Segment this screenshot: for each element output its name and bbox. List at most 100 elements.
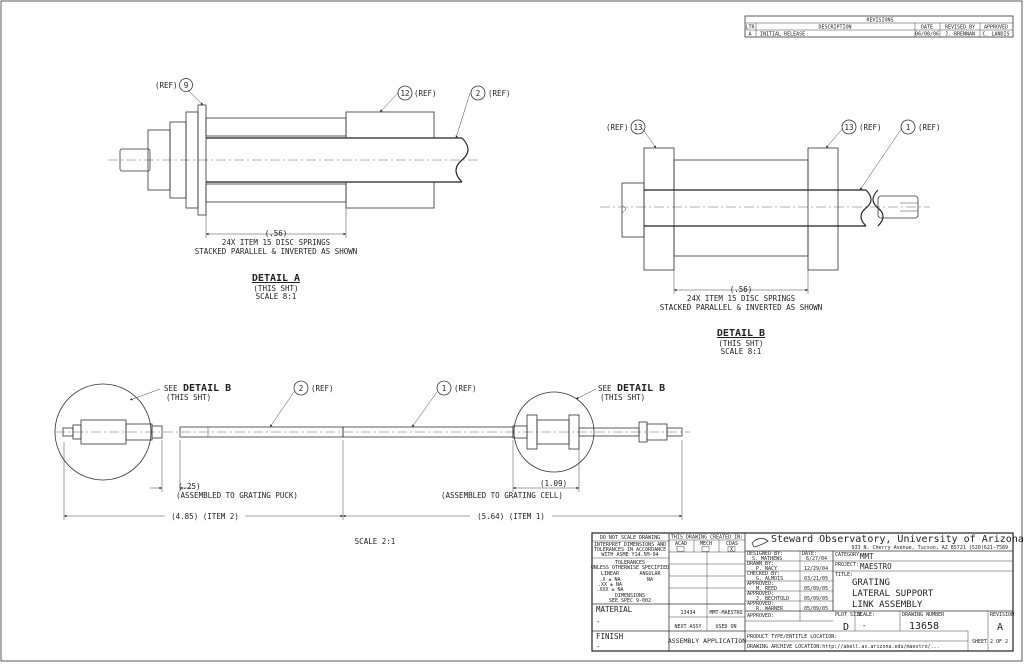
- tb-checked-date: 03/21/05: [804, 576, 828, 582]
- detail-b-note-1: 24X ITEM 15 DISC SPRINGS: [687, 294, 796, 303]
- tb-created-in: THIS DRAWING CREATED IN:: [671, 535, 743, 541]
- main-ref1-text: (REF): [454, 384, 477, 393]
- detail-b-ref13a-text: (REF): [606, 123, 629, 132]
- tb-approved2-label: APPROVED:: [747, 591, 774, 597]
- detail-b-subtitle: (THIS SHT): [718, 339, 763, 348]
- detail-circle-left: [54, 383, 152, 481]
- tb-cdas-label: CDAS: [726, 541, 738, 547]
- rev-row-revised-by: J. BRENNAN: [945, 32, 975, 38]
- detail-b-title: DETAIL B: [717, 328, 765, 339]
- main-scale: SCALE 2:1: [355, 537, 396, 546]
- tb-checked-label: CHECKED BY:: [747, 571, 780, 577]
- detail-a-subtitle: (THIS SHT): [253, 284, 298, 293]
- rev-col-ltr: LTR: [745, 25, 755, 31]
- tb-title-line-3: LINK ASSEMBLY: [852, 600, 923, 610]
- detail-a-balloon-2: [470, 85, 486, 101]
- tb-no-scale: DO NOT SCALE DRAWING: [600, 535, 660, 541]
- main-this-sheet-right: (THIS SHT): [600, 393, 645, 402]
- tb-tolerances-sub: UNLESS OTHERWISE SPECIFIED: [591, 565, 669, 571]
- tb-drawing-number: 13658: [909, 621, 939, 632]
- detail-a-balloon-2-label: 2: [476, 89, 481, 98]
- main-detail-left: DETAIL B: [183, 383, 231, 394]
- tb-tol-xx: .XX ± NA: [598, 582, 622, 588]
- tb-product-location: PRODUCT TYPE/ENTITLE LOCATION:: [747, 634, 837, 640]
- tb-approved3-label: APPROVED:: [747, 601, 774, 607]
- main-detail-right: DETAIL B: [617, 383, 665, 394]
- tb-approved2-date: 05/09/05: [804, 596, 828, 602]
- main-see-right: SEE: [598, 384, 612, 393]
- main-note-puck: (ASSEMBLED TO GRATING PUCK): [176, 491, 298, 500]
- tb-acad-checkbox: [676, 546, 685, 552]
- main-balloon-2-label: 2: [299, 384, 304, 393]
- main-note-cell: (ASSEMBLED TO GRATING CELL): [441, 491, 563, 500]
- tb-company-address: 933 N. Cherry Avenue, Tucson, AZ 85721 (…: [851, 545, 1008, 551]
- tb-approved1: M. REED: [756, 586, 777, 592]
- detail-b-balloon-13-right: [841, 119, 857, 135]
- detail-b-ref13b-text: (REF): [859, 123, 882, 132]
- detail-circle-right: [513, 391, 595, 473]
- tb-material-value: -: [596, 617, 601, 626]
- tb-scale: -: [862, 621, 867, 630]
- detail-a-ref9-text: (REF): [155, 81, 178, 90]
- main-dim-564: (5.64) (ITEM 1): [477, 512, 545, 521]
- tb-tol-linear: LINEAR: [601, 571, 620, 577]
- observatory-logo-icon: [751, 538, 769, 548]
- detail-a-ref2-text: (REF): [488, 89, 511, 98]
- tb-cdas-checkbox: [727, 546, 736, 552]
- detail-b-balloon-1: [900, 119, 916, 135]
- tb-interpret-2: TOLERANCES IN ACCORDANCE: [594, 547, 666, 553]
- tb-plot-size-label: PLOT SIZE: [835, 612, 862, 618]
- tb-assembly-application: ASSEMBLY APPLICATION: [668, 637, 746, 645]
- rev-row-description: INITIAL RELEASE: [760, 32, 805, 38]
- detail-a-balloon-12: [397, 85, 413, 101]
- tb-mech-checkbox: [701, 546, 710, 552]
- tb-used-on-value: MMT-MAESTRO: [709, 610, 742, 616]
- main-balloon-2: [293, 380, 309, 396]
- tb-material-label: MATERIAL: [596, 605, 633, 614]
- tb-interpret-3: WITH ASME Y14.5M-94: [601, 552, 658, 558]
- tb-drawn-by: P. NACY: [756, 566, 777, 572]
- tb-title-line-2: LATERAL SUPPORT: [852, 589, 934, 599]
- tb-tol-x: .X ± NA: [599, 577, 620, 583]
- rev-col-date: DATE: [921, 25, 933, 31]
- main-ref2-text: (REF): [311, 384, 334, 393]
- rev-row-approved: C. LANDIS: [982, 32, 1009, 38]
- tb-dims: DIMENSIONS: [615, 593, 645, 599]
- tb-dims-spec: SEE SPEC 9-002: [609, 598, 651, 604]
- tb-drawn-label: DRAWN BY:: [747, 561, 774, 567]
- detail-b-balloon-13-left-label: 13: [633, 123, 642, 132]
- detail-a-view: (REF) 9 12 (REF) 2 (REF) (.56) 24X ITEM …: [108, 78, 511, 301]
- rev-row-ltr: A: [748, 32, 751, 38]
- tb-sheet: SHEET 2 OF 2: [972, 639, 1008, 645]
- tb-tol-xxx: .XXX ± NA: [596, 587, 623, 593]
- detail-b-scale: SCALE 8:1: [721, 347, 762, 356]
- tb-finish-value: -: [596, 642, 601, 651]
- rev-row-date: 06/08/06: [915, 32, 939, 38]
- tb-designed-label: DESIGNED BY:: [747, 551, 783, 557]
- detail-b-ref1-text: (REF): [918, 123, 941, 132]
- tb-revision-label: REVISION: [990, 612, 1014, 618]
- main-balloon-1: [436, 380, 452, 396]
- tb-approved1-label: APPROVED:: [747, 581, 774, 587]
- main-balloon-1-label: 1: [442, 384, 447, 393]
- tb-title-line-1: GRATING: [852, 578, 890, 588]
- tb-title-label: TITLE:: [835, 572, 853, 578]
- tb-date-label: DATE:: [802, 551, 817, 557]
- detail-a-balloon-9: [179, 78, 193, 92]
- detail-a-ref12-text: (REF): [414, 89, 437, 98]
- detail-a-balloon-12-label: 12: [400, 89, 409, 98]
- rev-col-approved: APPROVED: [984, 25, 1008, 31]
- tb-approved3: R. WARNER: [756, 606, 784, 612]
- detail-a-balloon-9-label: 9: [184, 81, 189, 90]
- tb-project-label: PROJECT:: [835, 562, 859, 568]
- tb-category: MMT: [860, 552, 874, 561]
- tb-mech-label: MECH: [700, 541, 712, 547]
- tb-company-name: Steward Observatory, University of Arizo…: [771, 534, 1024, 545]
- tb-cdas-check-mark: X: [730, 547, 733, 553]
- tb-acad-label: ACAD: [675, 541, 687, 547]
- tb-next-assy-label: NEXT ASSY: [674, 624, 701, 630]
- detail-b-balloon-13-right-label: 13: [844, 123, 853, 132]
